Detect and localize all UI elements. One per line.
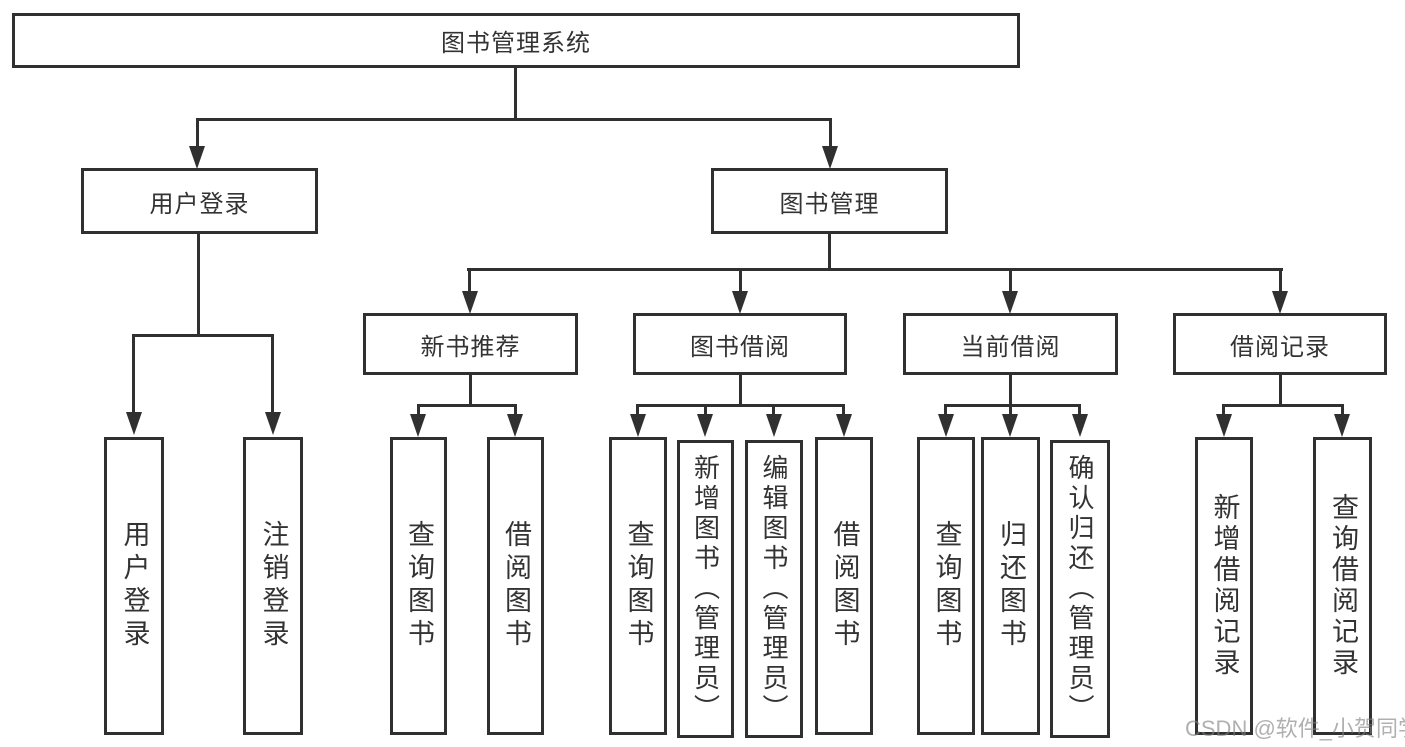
connector-line bbox=[468, 268, 471, 294]
leaf-query-books-3-label: 查询图书 bbox=[931, 520, 962, 652]
arrow-down-icon bbox=[507, 414, 523, 437]
connector-line bbox=[704, 404, 707, 416]
node-book-management: 图书管理 bbox=[711, 168, 948, 234]
connector-line bbox=[1078, 404, 1081, 416]
connector-line bbox=[1223, 404, 1344, 407]
arrow-down-icon bbox=[836, 414, 852, 437]
leaf-borrow-books-2: 借阅图书 bbox=[815, 437, 873, 735]
leaf-query-books-3: 查询图书 bbox=[917, 437, 975, 735]
connector-line bbox=[197, 232, 200, 337]
leaf-return-books: 归还图书 bbox=[981, 437, 1040, 735]
leaf-edit-books-admin: 编辑图书（管理员） bbox=[745, 440, 803, 738]
node-root: 图书管理系统 bbox=[12, 13, 1020, 68]
connector-line bbox=[1279, 268, 1282, 294]
arrow-down-icon bbox=[265, 412, 281, 435]
connector-line bbox=[1222, 404, 1225, 416]
leaf-logout: 注销登录 bbox=[243, 437, 303, 735]
connector-line bbox=[828, 232, 831, 271]
connector-line bbox=[417, 404, 420, 416]
node-new-book-recommend-label: 新书推荐 bbox=[420, 333, 521, 361]
connector-line bbox=[271, 334, 274, 414]
connector-line bbox=[772, 404, 775, 416]
connector-line bbox=[636, 404, 639, 416]
node-user-login: 用户登录 bbox=[81, 168, 318, 234]
leaf-confirm-return-admin-label: 确认归还（管理员） bbox=[1065, 454, 1095, 724]
node-borrow-records-label: 借阅记录 bbox=[1230, 333, 1330, 361]
arrow-down-icon bbox=[410, 414, 426, 437]
leaf-edit-books-admin-label: 编辑图书（管理员） bbox=[759, 454, 789, 724]
connector-line bbox=[739, 373, 742, 407]
connector-line bbox=[132, 334, 135, 414]
arrow-down-icon bbox=[1272, 291, 1288, 314]
arrow-down-icon bbox=[938, 414, 954, 437]
arrow-down-icon bbox=[766, 414, 782, 437]
leaf-confirm-return-admin: 确认归还（管理员） bbox=[1050, 440, 1110, 738]
connector-line bbox=[417, 404, 517, 407]
connector-line bbox=[829, 118, 832, 148]
node-current-borrowing: 当前借阅 bbox=[903, 313, 1118, 375]
node-book-borrowing-label: 图书借阅 bbox=[690, 333, 790, 361]
leaf-add-books-admin-label: 新增图书（管理员） bbox=[690, 454, 721, 724]
arrow-down-icon bbox=[697, 414, 713, 437]
arrow-down-icon bbox=[630, 414, 646, 437]
arrow-down-icon bbox=[732, 291, 748, 314]
leaf-query-books-2: 查询图书 bbox=[609, 437, 667, 735]
node-book-management-label: 图书管理 bbox=[779, 190, 880, 218]
connector-line bbox=[944, 404, 947, 416]
node-user-login-label: 用户登录 bbox=[149, 190, 250, 218]
connector-line bbox=[514, 66, 517, 120]
connector-line bbox=[945, 404, 1081, 407]
leaf-add-borrow-record: 新增借阅记录 bbox=[1195, 437, 1253, 735]
arrow-down-icon bbox=[189, 146, 205, 169]
leaf-query-borrow-record: 查询借阅记录 bbox=[1313, 437, 1372, 735]
connector-line bbox=[196, 118, 832, 121]
leaf-user-login: 用户登录 bbox=[104, 437, 164, 735]
leaf-borrow-books-2-label: 借阅图书 bbox=[829, 520, 860, 652]
leaf-query-books-1: 查询图书 bbox=[390, 437, 447, 735]
node-new-book-recommend: 新书推荐 bbox=[363, 313, 578, 375]
node-current-borrowing-label: 当前借阅 bbox=[960, 333, 1061, 361]
leaf-return-books-label: 归还图书 bbox=[996, 520, 1026, 652]
leaf-add-books-admin: 新增图书（管理员） bbox=[677, 440, 734, 738]
connector-line bbox=[1009, 373, 1012, 407]
leaf-user-login-label: 用户登录 bbox=[119, 520, 150, 652]
connector-line bbox=[132, 334, 274, 337]
node-book-borrowing: 图书借阅 bbox=[633, 313, 847, 375]
arrow-down-icon bbox=[822, 146, 838, 169]
leaf-query-books-2-label: 查询图书 bbox=[623, 520, 654, 652]
connector-line bbox=[1009, 268, 1012, 294]
leaf-borrow-books-1: 借阅图书 bbox=[487, 437, 544, 735]
arrow-down-icon bbox=[1216, 414, 1232, 437]
connector-line bbox=[842, 404, 845, 416]
arrow-down-icon bbox=[462, 291, 478, 314]
leaf-query-borrow-record-label: 查询借阅记录 bbox=[1328, 493, 1358, 679]
leaf-logout-label: 注销登录 bbox=[258, 520, 289, 652]
connector-line bbox=[1341, 404, 1344, 416]
connector-line bbox=[1009, 404, 1012, 416]
connector-line bbox=[514, 404, 517, 416]
arrow-down-icon bbox=[1002, 414, 1018, 437]
leaf-query-books-1-label: 查询图书 bbox=[404, 520, 434, 652]
connector-line bbox=[1279, 373, 1282, 407]
arrow-down-icon bbox=[126, 412, 142, 435]
leaf-borrow-books-1-label: 借阅图书 bbox=[501, 520, 531, 652]
connector-line bbox=[469, 373, 472, 407]
connector-line bbox=[739, 268, 742, 294]
connector-line bbox=[196, 118, 199, 148]
arrow-down-icon bbox=[1002, 291, 1018, 314]
leaf-add-borrow-record-label: 新增借阅记录 bbox=[1209, 493, 1240, 679]
arrow-down-icon bbox=[1334, 414, 1350, 437]
arrow-down-icon bbox=[1072, 414, 1088, 437]
connector-line bbox=[637, 404, 845, 407]
connector-line bbox=[467, 268, 1283, 271]
node-root-label: 图书管理系统 bbox=[441, 30, 591, 57]
node-borrow-records: 借阅记录 bbox=[1173, 313, 1387, 375]
